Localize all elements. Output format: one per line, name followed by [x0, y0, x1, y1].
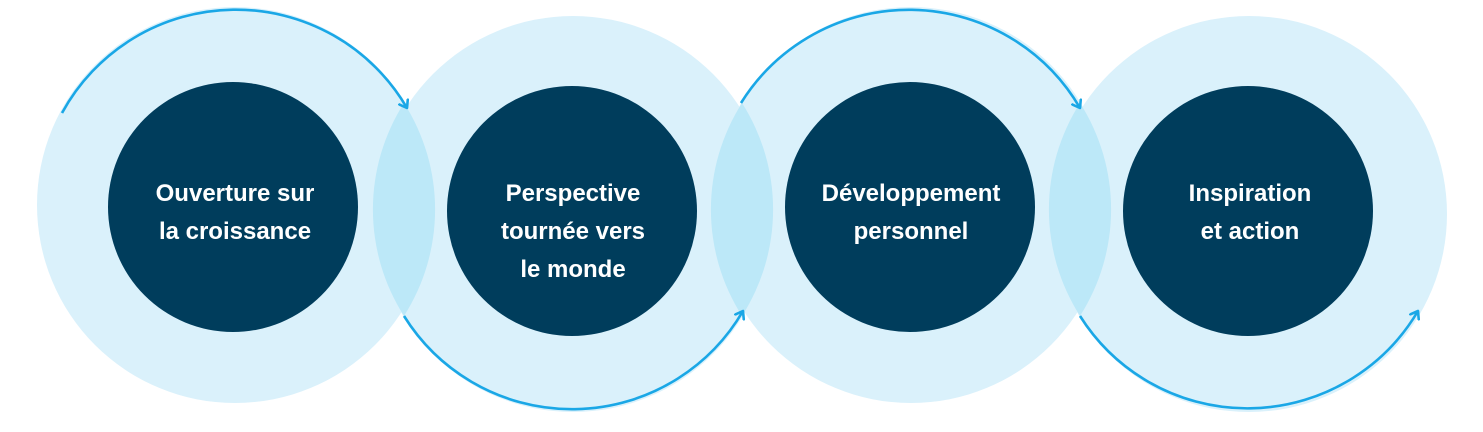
- inner-circle-3: [785, 82, 1035, 332]
- arrow-3: [739, 8, 1080, 108]
- inner-circle-2: [447, 86, 697, 336]
- overlap-3-4: [1048, 103, 1112, 316]
- arrow-4: [1078, 311, 1418, 410]
- inner-circle-4: [1123, 86, 1373, 336]
- overlap-1-2: [372, 103, 436, 316]
- step-label-2: Perspective tournée vers le monde: [500, 180, 646, 283]
- step-label-1: Ouverture sur la croissance: [155, 180, 315, 245]
- arrow-1: [60, 8, 407, 114]
- overlap-2-3: [710, 103, 774, 316]
- step-label-4: Inspiration et action: [1188, 180, 1312, 245]
- step-label-3: Développement personnel: [821, 180, 1001, 245]
- arrow-2: [402, 311, 743, 411]
- inner-circle-1: [108, 82, 358, 332]
